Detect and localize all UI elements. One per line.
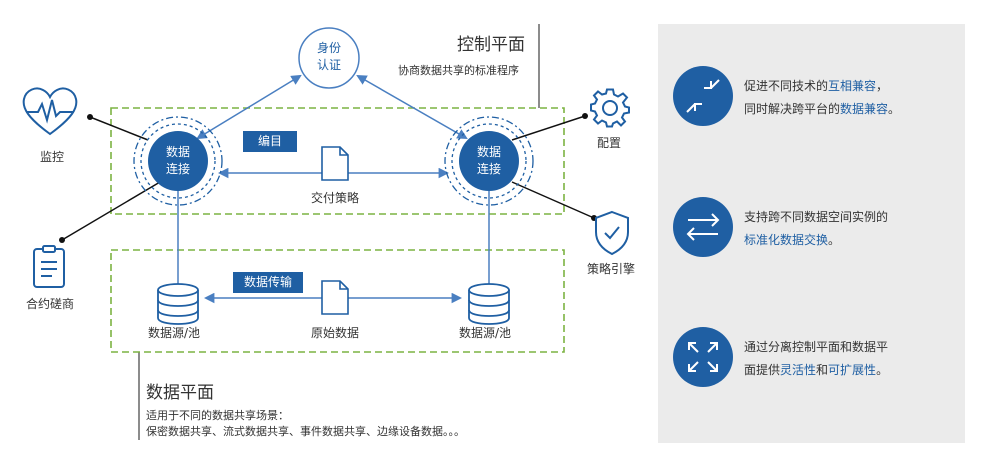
- data-plane-box: [110, 249, 565, 353]
- raw-document-icon: [321, 280, 349, 315]
- heart-monitor-icon: [22, 87, 78, 136]
- monitor-line: [89, 116, 149, 141]
- auth-node: [298, 27, 360, 89]
- raw-data-label: 原始数据: [311, 326, 360, 340]
- benefit-3-line2: 面提供灵活性和可扩展性。: [744, 363, 889, 377]
- architecture-diagram: [22, 24, 630, 440]
- contract-line: [61, 181, 161, 241]
- data-plane-subtitle-1: 适用于不同的数据共享场景：: [146, 409, 289, 422]
- left-database-icon: [157, 283, 199, 325]
- right-database-icon: [468, 283, 510, 325]
- right-connector-label-2: 连接: [476, 162, 501, 176]
- expand-arrows-icon: [673, 327, 733, 387]
- auth-label-2: 认证: [316, 58, 341, 72]
- monitoring-label: 监控: [40, 150, 65, 164]
- left-source-label: 数据源/池: [148, 326, 201, 340]
- benefit-2-line1: 支持跨不同数据空间实例的: [744, 210, 889, 224]
- clipboard-icon: [33, 245, 65, 288]
- control-plane-box: [110, 107, 565, 215]
- control-plane-subtitle: 协商数据共享的标准程序: [398, 64, 519, 77]
- left-connector-label-2: 连接: [165, 162, 190, 176]
- auth-label-1: 身份: [316, 41, 341, 55]
- shield-check-icon: [595, 210, 629, 256]
- delivery-policy-label: 交付策略: [311, 191, 360, 205]
- right-connector-label-1: 数据: [476, 145, 501, 159]
- auth-right-arrow: [356, 74, 468, 140]
- policy-engine-label: 策略引擎: [587, 262, 636, 276]
- document-icon: [321, 146, 349, 181]
- policy-line: [511, 181, 595, 219]
- benefit-3-line1: 通过分离控制平面和数据平: [744, 340, 889, 354]
- left-connector-node: [148, 131, 208, 191]
- exchange-arrows-icon: [673, 197, 733, 257]
- config-line: [511, 115, 586, 141]
- right-connector-node: [459, 131, 519, 191]
- data-plane-title: 数据平面: [146, 383, 214, 403]
- config-label: 配置: [597, 136, 622, 150]
- benefit-1-line1: 促进不同技术的互相兼容，: [744, 79, 889, 93]
- data-plane-subtitle-2: 保密数据共享、流式数据共享、事件数据共享、边缘设备数据。。。: [146, 425, 465, 438]
- transfer-badge: 数据传输: [233, 272, 303, 293]
- control-plane-title: 控制平面: [457, 35, 525, 55]
- benefit-2-line2: 标准化数据交换。: [744, 233, 841, 247]
- contract-label: 合约磋商: [26, 297, 75, 311]
- benefits-panel: 促进不同技术的互相兼容， 同时解决跨平台的数据兼容。 支持跨不同数据空间实例的 …: [658, 24, 965, 443]
- gear-icon: [590, 88, 630, 128]
- left-connector-label-1: 数据: [165, 145, 190, 159]
- benefit-1-line2: 同时解决跨平台的数据兼容。: [744, 102, 901, 116]
- arrows-inward-icon: [673, 66, 733, 126]
- catalog-badge: 编目: [243, 131, 297, 152]
- auth-left-arrow: [196, 74, 302, 140]
- right-source-label: 数据源/池: [459, 326, 512, 340]
